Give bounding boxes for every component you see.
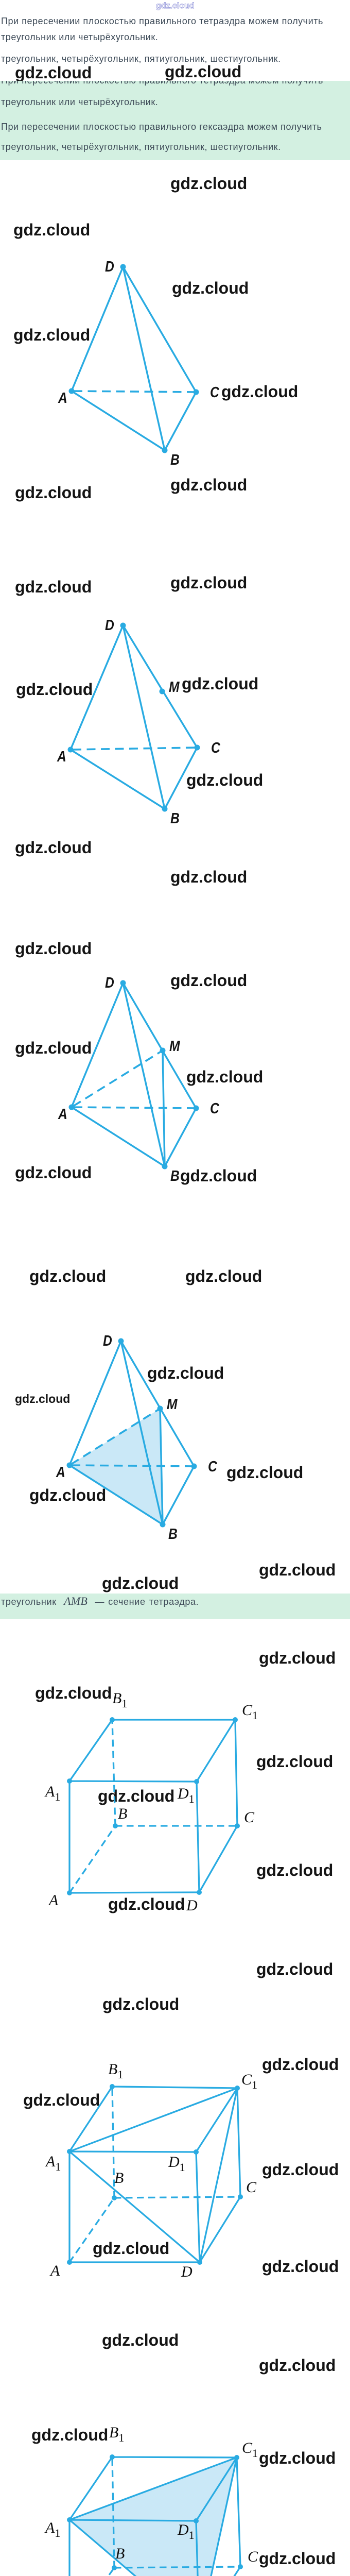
svg-text:D: D: [105, 617, 114, 633]
svg-text:C: C: [246, 2179, 257, 2196]
svg-text:D: D: [186, 1897, 198, 1914]
svg-text:B: B: [168, 1526, 178, 1542]
svg-text:C: C: [210, 384, 219, 400]
svg-text:B1: B1: [109, 2424, 124, 2444]
svg-text:A: A: [48, 1892, 59, 1909]
svg-text:A1: A1: [44, 1783, 60, 1803]
svg-text:B: B: [118, 1805, 127, 1822]
svg-text:C: C: [210, 1100, 219, 1116]
svg-text:C1: C1: [241, 2071, 257, 2091]
svg-text:B: B: [170, 810, 180, 826]
svg-text:D1: D1: [168, 2154, 185, 2174]
svg-text:A: A: [58, 1106, 67, 1122]
svg-text:B: B: [115, 2545, 125, 2562]
svg-text:A1: A1: [45, 2153, 61, 2173]
svg-text:M: M: [169, 679, 180, 695]
svg-text:M: M: [169, 1038, 180, 1054]
svg-text:M: M: [167, 1396, 178, 1412]
svg-text:B: B: [170, 1167, 180, 1184]
svg-text:A1: A1: [44, 2519, 60, 2539]
svg-text:C1: C1: [242, 2439, 258, 2460]
svg-text:D: D: [103, 1332, 112, 1349]
svg-text:C1: C1: [242, 1702, 258, 1722]
svg-text:B1: B1: [112, 1690, 127, 1710]
svg-text:C: C: [248, 2548, 258, 2565]
svg-text:B: B: [170, 451, 180, 468]
svg-text:D: D: [105, 974, 114, 991]
svg-text:C: C: [208, 1458, 217, 1475]
svg-text:A: A: [57, 748, 66, 765]
svg-text:D1: D1: [177, 1785, 195, 1805]
svg-text:C: C: [211, 739, 220, 756]
svg-text:D: D: [105, 258, 114, 275]
svg-text:A: A: [58, 389, 67, 406]
svg-text:A: A: [56, 1464, 65, 1480]
svg-text:C: C: [244, 1809, 255, 1826]
svg-text:D: D: [181, 2263, 192, 2280]
svg-text:B1: B1: [108, 2061, 123, 2081]
svg-text:B: B: [114, 2170, 124, 2187]
svg-text:A: A: [49, 2262, 60, 2279]
